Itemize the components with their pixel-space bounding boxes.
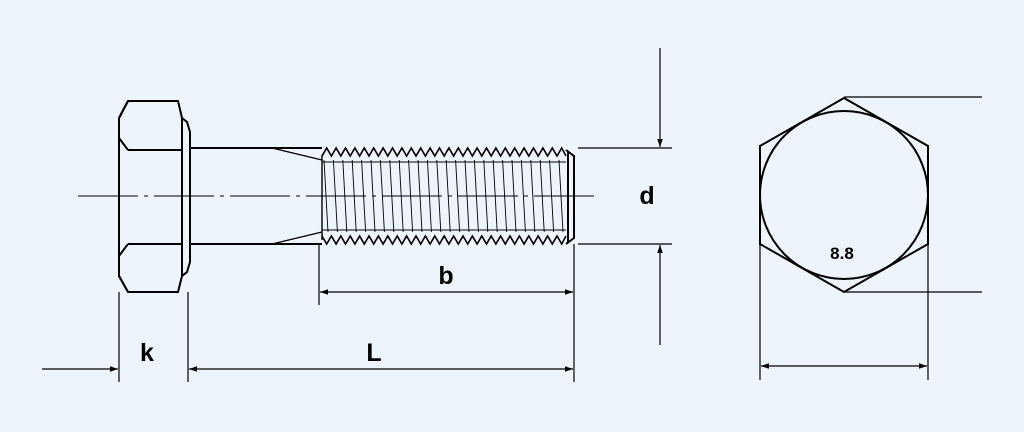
thread-pitch-line	[455, 159, 461, 233]
washer-face	[181, 117, 191, 277]
dimension-lines	[42, 48, 672, 382]
thread-pitch-line	[530, 159, 536, 233]
thread-crest-bottom	[321, 234, 567, 246]
head-facet-line	[118, 137, 129, 151]
b-label: b	[438, 262, 453, 290]
bolt-end	[565, 149, 575, 245]
end-view-dimensions	[759, 96, 982, 380]
l-label: L	[366, 339, 381, 367]
head-facet-line	[118, 243, 129, 257]
head-facet-line	[118, 275, 129, 293]
bolt-side-view	[118, 100, 575, 293]
thread-pitch-line	[520, 159, 526, 233]
k-label: k	[140, 339, 154, 367]
grade-mark: 8.8	[830, 244, 854, 263]
head-facet-line	[118, 100, 129, 119]
thread-runout	[271, 147, 323, 245]
thread-crest-top	[321, 146, 567, 158]
bolt-head	[118, 100, 183, 293]
d-label: d	[639, 182, 654, 210]
bearing-circle	[759, 110, 929, 280]
